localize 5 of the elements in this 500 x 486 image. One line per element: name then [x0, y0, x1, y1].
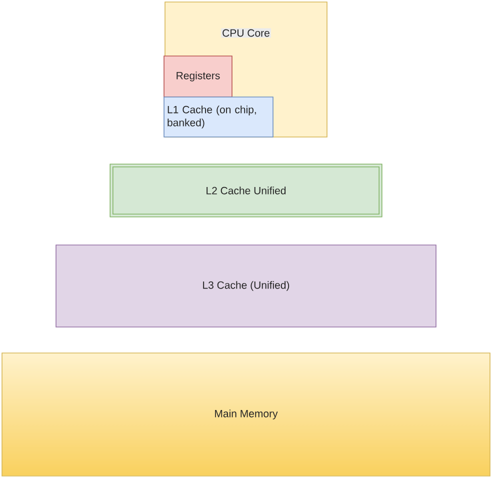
l3-cache-box: L3 Cache (Unified): [56, 244, 436, 328]
l1-cache-box: L1 Cache (on chip, banked): [164, 96, 274, 138]
main-memory-box: Main Memory: [2, 352, 490, 476]
l2-cache-box: L2 Cache Unified: [110, 164, 382, 218]
registers-box: Registers: [164, 56, 232, 98]
